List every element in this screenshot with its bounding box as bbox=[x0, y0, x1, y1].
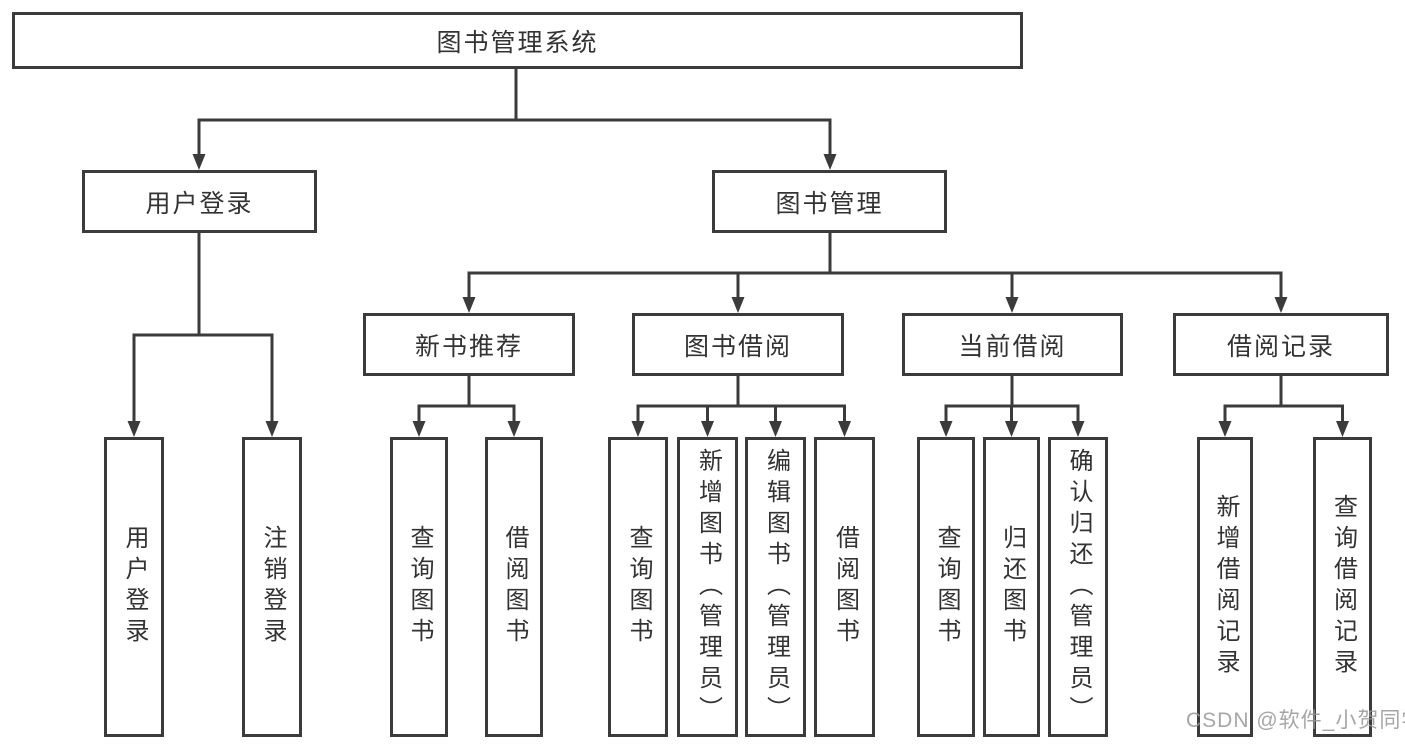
node-label: 新书推荐 bbox=[414, 332, 523, 361]
csdn-watermark: CSDN @软件_小贺同学 bbox=[1186, 709, 1405, 732]
node-label: 借阅记录 bbox=[1226, 332, 1335, 361]
node-user-login-action: 用户登录 bbox=[104, 437, 164, 737]
node-edit-books-admin: 编辑图书（管理员） bbox=[745, 437, 806, 737]
node-book-borrowing: 图书借阅 bbox=[632, 313, 844, 376]
node-library-management-system: 图书管理系统 bbox=[12, 12, 1023, 69]
node-borrowing-records: 借阅记录 bbox=[1173, 313, 1389, 376]
node-label: 查询借阅记录 bbox=[1329, 494, 1357, 680]
node-label: 当前借阅 bbox=[958, 332, 1067, 361]
node-label: 确认归还（管理员） bbox=[1065, 447, 1092, 727]
node-query-borrow-record: 查询借阅记录 bbox=[1313, 437, 1372, 737]
node-label: 编辑图书（管理员） bbox=[762, 447, 790, 727]
node-label: 查询图书 bbox=[406, 525, 433, 649]
node-label: 归还图书 bbox=[998, 525, 1026, 649]
node-current-borrowing: 当前借阅 bbox=[902, 313, 1123, 376]
node-confirm-return-admin: 确认归还（管理员） bbox=[1048, 437, 1108, 737]
node-new-book-recommendation: 新书推荐 bbox=[363, 313, 575, 376]
node-label: 用户登录 bbox=[145, 189, 254, 218]
node-user-login: 用户登录 bbox=[82, 170, 317, 233]
node-query-books-current: 查询图书 bbox=[917, 437, 975, 737]
node-label: 用户登录 bbox=[121, 525, 148, 649]
node-query-books-borrowing: 查询图书 bbox=[608, 437, 668, 737]
node-label: 图书管理系统 bbox=[436, 28, 599, 57]
node-query-books-recommend: 查询图书 bbox=[390, 437, 448, 737]
node-label: 注销登录 bbox=[259, 525, 286, 649]
arrowhead-icons bbox=[127, 154, 1349, 437]
node-book-management: 图书管理 bbox=[712, 170, 947, 233]
node-borrow-books-recommend: 借阅图书 bbox=[485, 437, 543, 737]
node-borrow-books-action: 借阅图书 bbox=[814, 437, 875, 737]
node-label: 查询图书 bbox=[625, 525, 652, 649]
node-label: 新增借阅记录 bbox=[1212, 494, 1239, 680]
node-add-borrow-record: 新增借阅记录 bbox=[1197, 437, 1253, 737]
node-label: 图书借阅 bbox=[683, 332, 792, 361]
node-label: 查询图书 bbox=[933, 525, 960, 649]
node-return-books: 归还图书 bbox=[983, 437, 1040, 737]
node-label: 图书管理 bbox=[775, 189, 884, 218]
node-add-books-admin: 新增图书（管理员） bbox=[677, 437, 738, 737]
node-logout-action: 注销登录 bbox=[242, 437, 302, 737]
node-label: 新增图书（管理员） bbox=[694, 447, 722, 727]
node-label: 借阅图书 bbox=[831, 525, 859, 649]
node-label: 借阅图书 bbox=[501, 525, 528, 649]
